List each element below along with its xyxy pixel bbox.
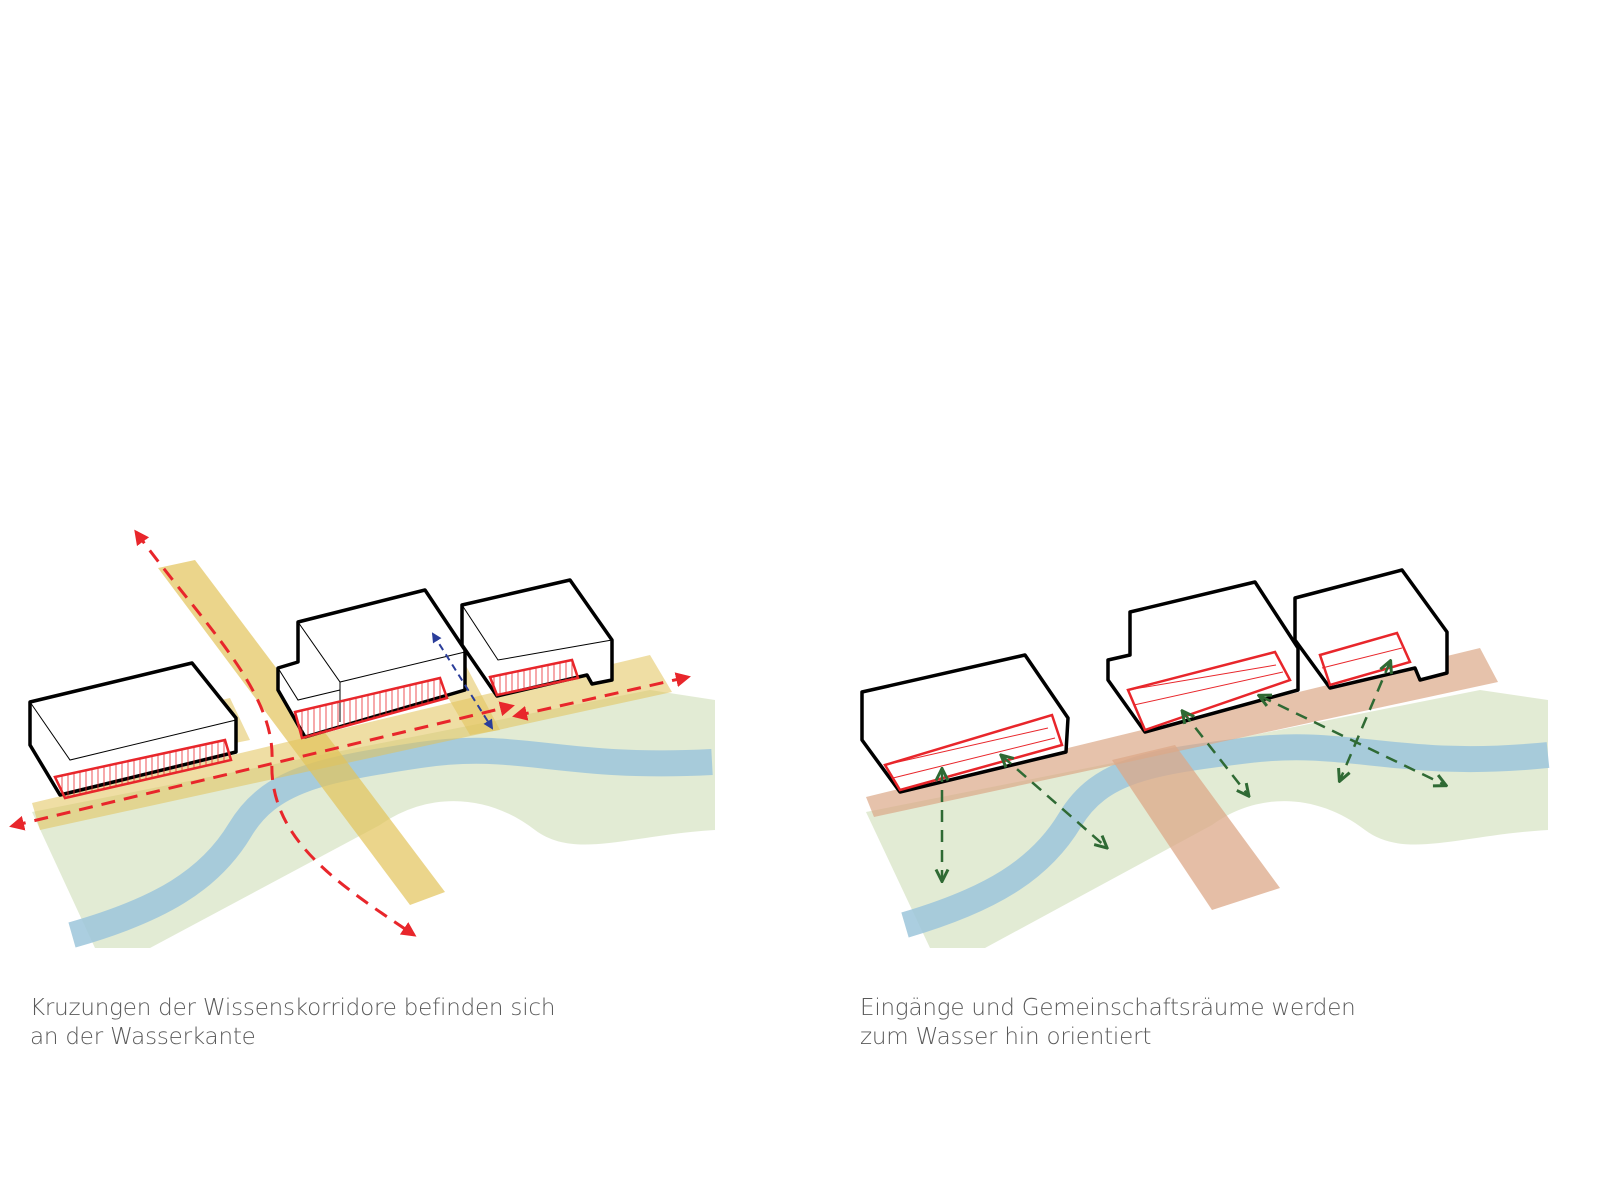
corridor-arrow-horizontal-east [512,672,691,721]
corridor-diagram [9,529,715,948]
building [460,578,614,698]
corridor-arrow-vertical [134,529,417,937]
entrance-zone [1318,631,1412,687]
caption-line: an der Wasserkante [30,1024,256,1050]
orientation-arrow [1340,662,1390,780]
caption-line: Kruzungen der Wissenskorridore befinden … [30,995,556,1021]
caption-line: Eingänge und Gemeinschaftsräume werden [860,995,1356,1021]
building [1106,580,1300,734]
entrance-zone [883,713,1064,792]
entrance-diagram [860,568,1550,948]
caption-entrances: Eingänge und Gemeinschaftsräume werden z… [860,994,1356,1052]
caption-corridors: Kruzungen der Wissenskorridore befinden … [30,994,555,1052]
orientation-arrow [1183,712,1248,795]
secondary-arrow-blue [431,632,494,730]
orientation-arrow [1002,756,1106,847]
vertical-corridor-band [1112,745,1280,910]
building [1293,568,1449,690]
caption-line: zum Wasser hin orientiert [860,1024,1152,1050]
entrance-zone [1126,650,1292,732]
